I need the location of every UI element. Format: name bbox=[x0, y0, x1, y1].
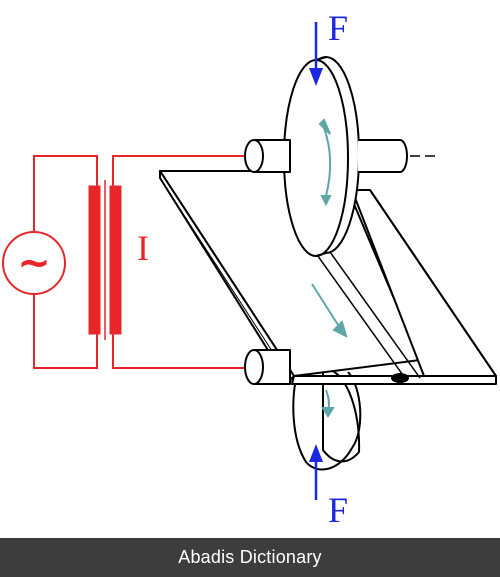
top-roller-rotation-arrow bbox=[323, 127, 332, 197]
primary-wire-bottom bbox=[33, 294, 98, 369]
top-roller-shaft-left bbox=[244, 139, 291, 173]
secondary-wire-top bbox=[112, 155, 246, 186]
sheet-travel-arrow bbox=[311, 283, 341, 329]
ac-source-symbol: ~ bbox=[17, 240, 51, 286]
mechanism bbox=[159, 56, 497, 471]
footer-bar: Abadis Dictionary bbox=[0, 538, 500, 577]
weld-nugget bbox=[391, 373, 409, 383]
rotation-arrows bbox=[311, 118, 348, 418]
transformer bbox=[88, 180, 122, 340]
current-label: I bbox=[137, 228, 149, 268]
transformer-primary-coil bbox=[88, 185, 101, 335]
top-roller-wheel bbox=[283, 56, 360, 257]
resistance-seam-welding-diagram: ~ I bbox=[2, 8, 497, 530]
electrical-circuit bbox=[2, 155, 246, 369]
primary-wire-top bbox=[33, 155, 98, 232]
bottom-roller-shaft bbox=[244, 349, 291, 385]
lower-sheet bbox=[291, 189, 497, 385]
footer-caption: Abadis Dictionary bbox=[178, 547, 322, 567]
top-roller-shaft-right bbox=[358, 139, 408, 173]
bottom-force-label: F bbox=[328, 490, 348, 530]
secondary-wire-bottom bbox=[112, 334, 246, 369]
force-arrows bbox=[309, 22, 323, 500]
top-force-label: F bbox=[328, 8, 348, 48]
transformer-secondary-coil bbox=[109, 185, 122, 335]
